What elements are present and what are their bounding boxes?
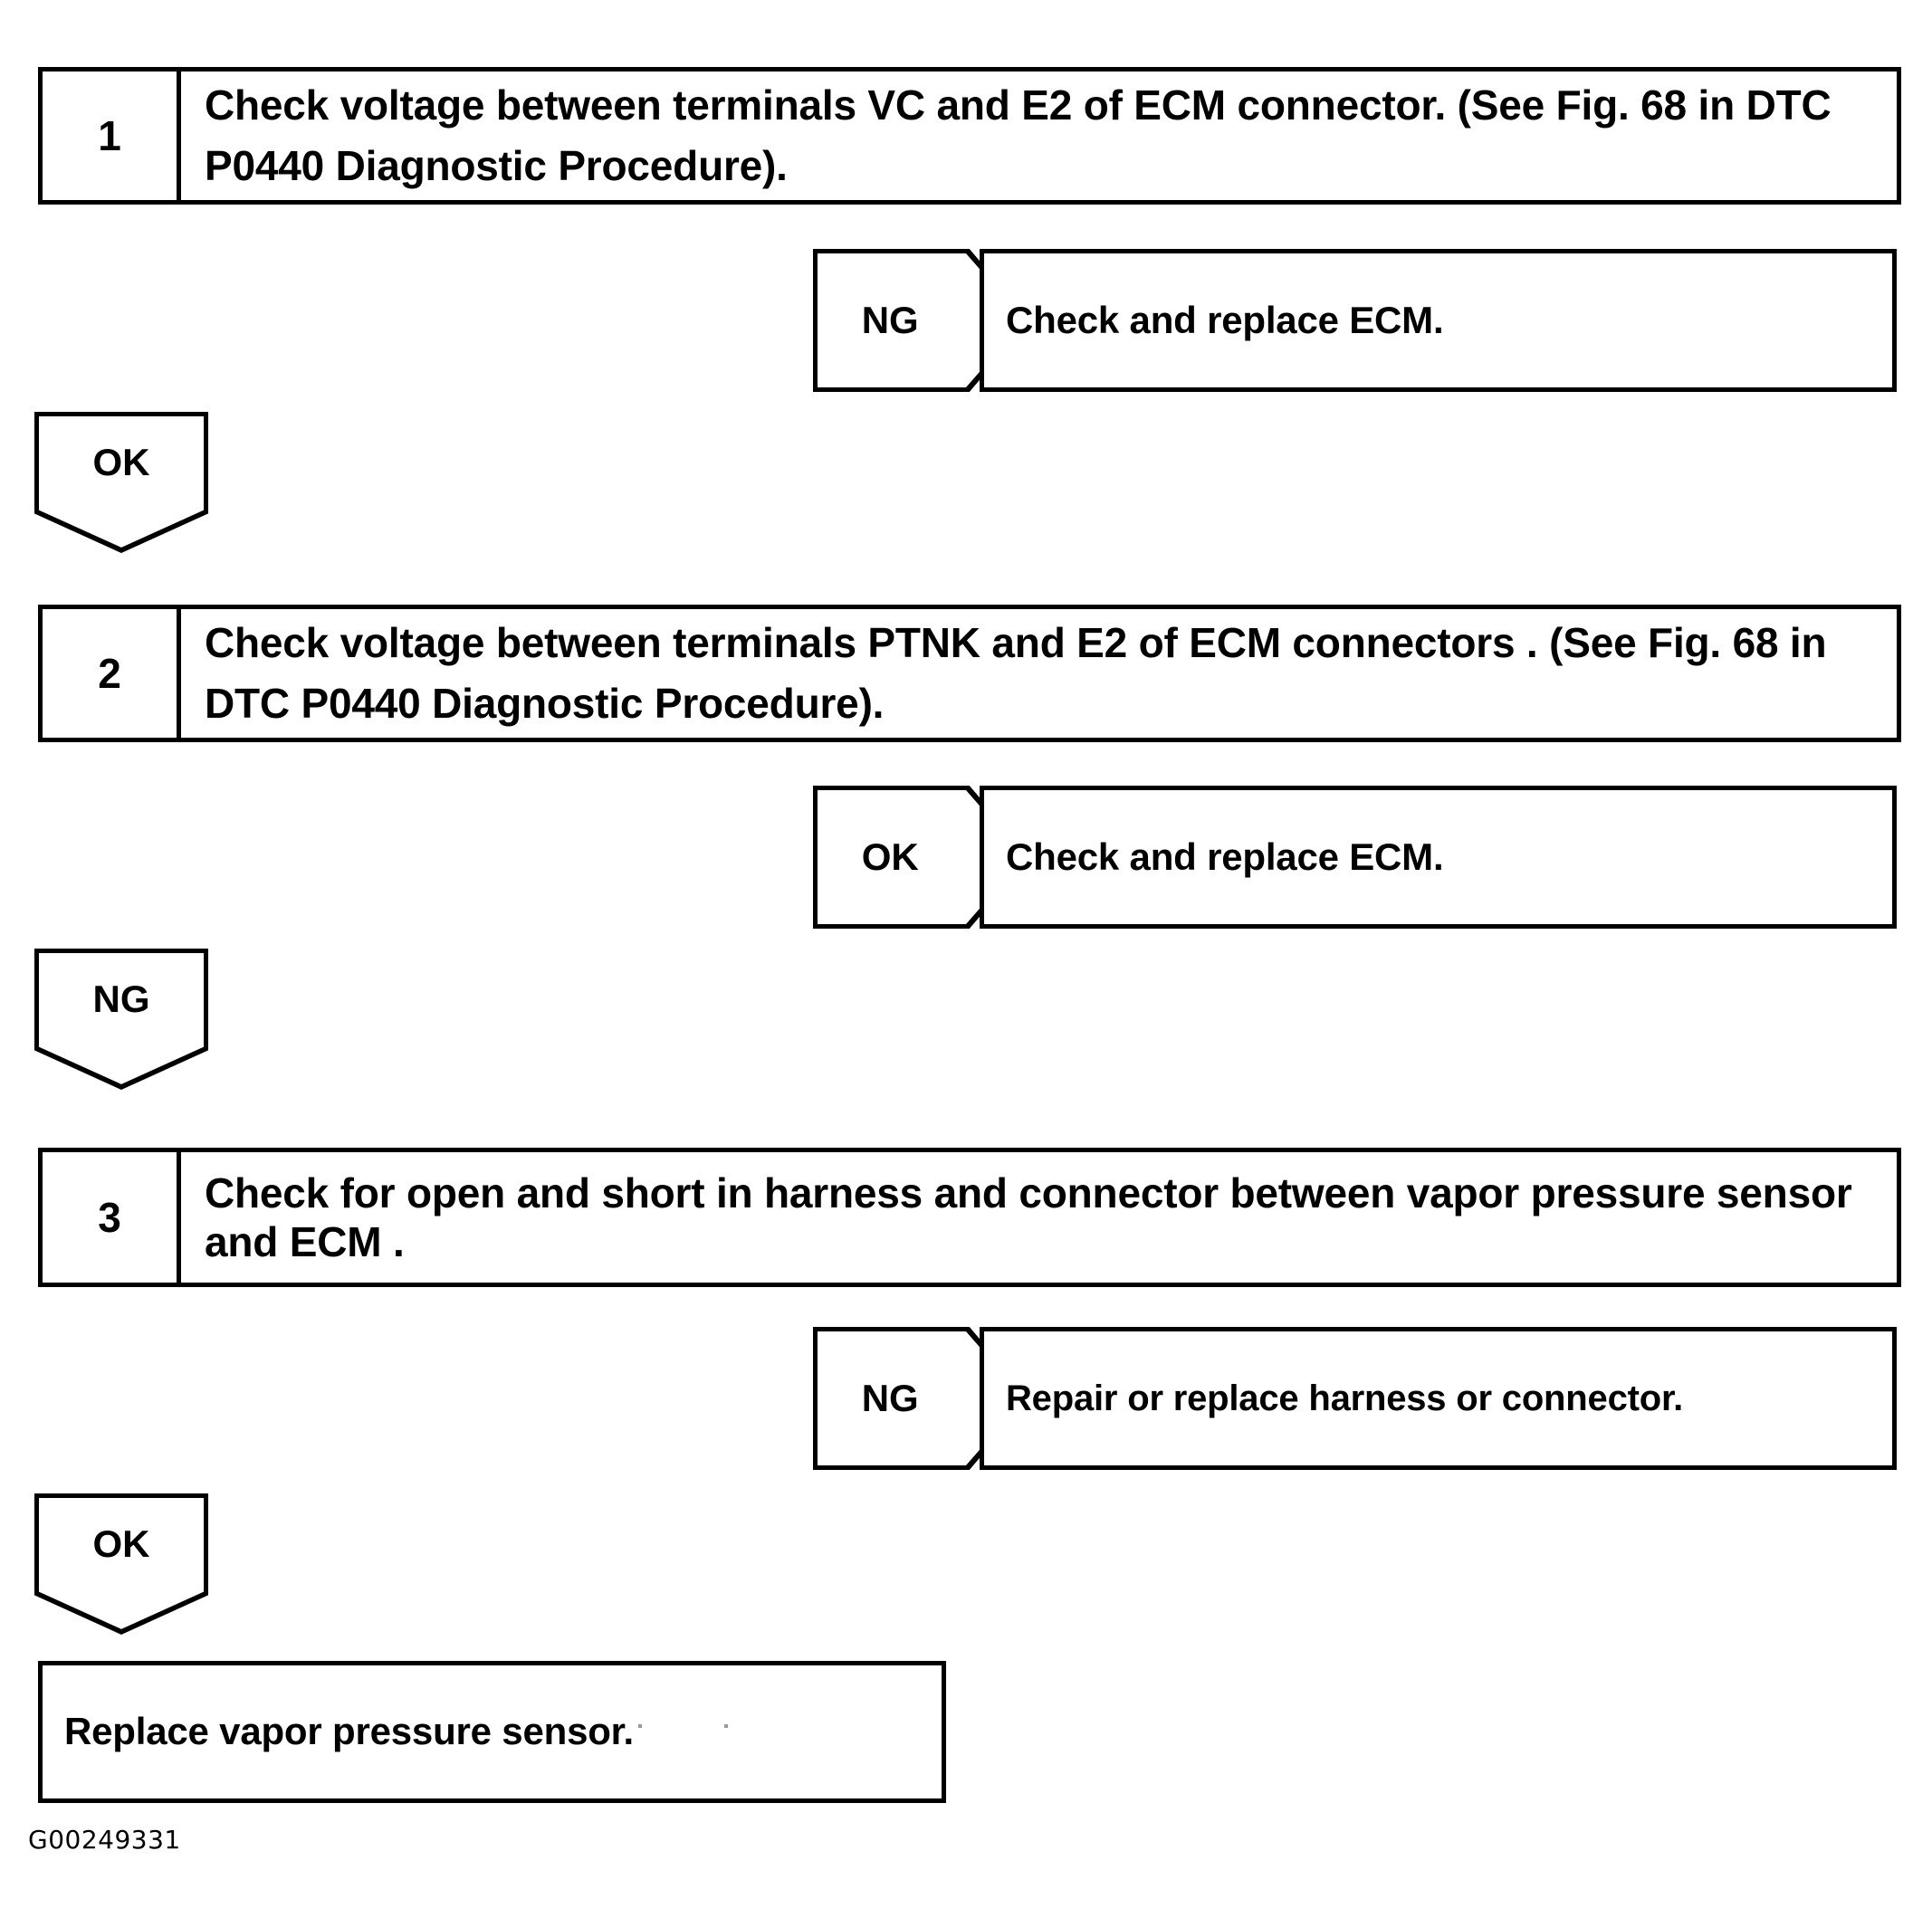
step-instruction-1: Check voltage between terminals VC and E… xyxy=(205,81,1832,189)
step-number-cell-2: 2 xyxy=(43,609,181,738)
result-text-3: Repair or replace harness or connector. xyxy=(1006,1379,1684,1418)
step-box-1: 1 Check voltage between terminals VC and… xyxy=(38,67,1901,205)
continuation-tag-ng-2: NG xyxy=(34,949,208,1090)
result-box-2: Check and replace ECM. xyxy=(980,786,1897,929)
scan-speckle xyxy=(724,1724,728,1728)
continuation-tag-ok-1: OK xyxy=(34,412,208,553)
continuation-tag-ok-3: OK xyxy=(34,1493,208,1635)
step-text-cell-2: Check voltage between terminals PTNK and… xyxy=(181,609,1897,738)
continuation-label-1: OK xyxy=(92,441,150,484)
step-instruction-3: Check for open and short in harness and … xyxy=(205,1169,1852,1265)
step-box-3: 3 Check for open and short in harness an… xyxy=(38,1148,1901,1287)
step-box-2: 2 Check voltage between terminals PTNK a… xyxy=(38,605,1901,742)
step-text-cell-1: Check voltage between terminals VC and E… xyxy=(181,72,1897,200)
result-text-1: Check and replace ECM. xyxy=(1006,298,1444,341)
judgement-label-2: OK xyxy=(861,835,919,878)
result-text-2: Check and replace ECM. xyxy=(1006,835,1444,878)
step-number-3: 3 xyxy=(98,1194,121,1241)
judgement-label-3: NG xyxy=(861,1377,919,1419)
final-action-text: Replace vapor pressure sensor. xyxy=(64,1710,634,1753)
step-instruction-2: Check voltage between terminals PTNK and… xyxy=(205,618,1827,727)
continuation-label-2: NG xyxy=(92,978,150,1021)
final-action-box: Replace vapor pressure sensor. xyxy=(38,1661,946,1803)
step-number-1: 1 xyxy=(98,112,121,159)
continuation-label-3: OK xyxy=(92,1522,150,1566)
result-box-1: Check and replace ECM. xyxy=(980,249,1897,392)
step-number-cell-3: 3 xyxy=(43,1152,181,1283)
step-number-cell-1: 1 xyxy=(43,72,181,200)
result-box-3: Repair or replace harness or connector. xyxy=(980,1327,1897,1470)
figure-id-caption: G00249331 xyxy=(28,1825,181,1855)
step-number-2: 2 xyxy=(98,650,121,697)
judgement-label-1: NG xyxy=(861,299,919,341)
scan-speckle xyxy=(638,1724,642,1728)
step-text-cell-3: Check for open and short in harness and … xyxy=(181,1152,1897,1283)
